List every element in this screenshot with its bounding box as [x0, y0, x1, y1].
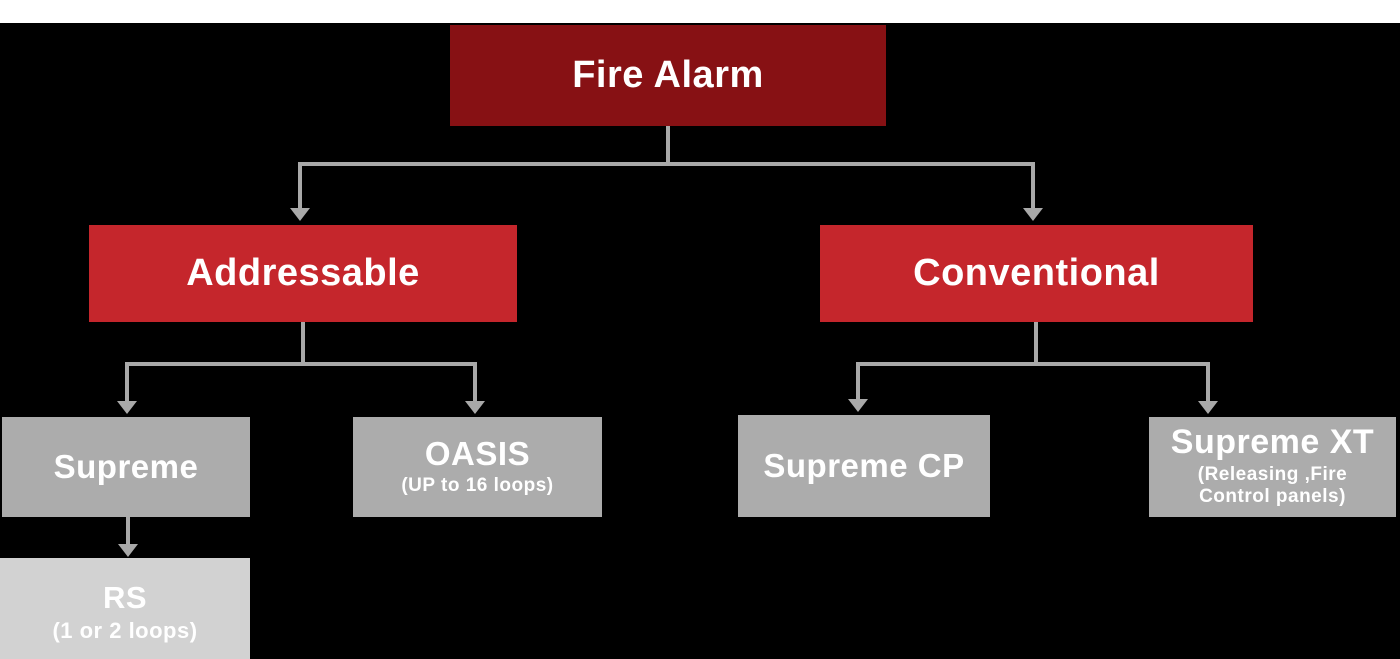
- node-fire-alarm: Fire Alarm: [450, 25, 886, 126]
- connector-root-stem: [666, 126, 670, 164]
- connector-to-oasis: [473, 362, 477, 402]
- arrow-to-conventional-icon: [1023, 208, 1043, 221]
- connector-conventional-stem: [1034, 322, 1038, 362]
- node-oasis-subtitle: (UP to 16 loops): [401, 474, 554, 496]
- connector-to-supreme-xt: [1206, 362, 1210, 402]
- node-supreme: Supreme: [2, 417, 250, 517]
- node-conventional: Conventional: [820, 225, 1253, 322]
- node-supreme-cp: Supreme CP: [738, 415, 990, 517]
- arrow-to-oasis-icon: [465, 401, 485, 414]
- connector-to-addressable: [298, 162, 302, 209]
- arrow-to-supreme-icon: [117, 401, 137, 414]
- connector-to-supreme: [125, 362, 129, 402]
- black-background: [0, 23, 1400, 659]
- node-supreme-xt-label: Supreme XT: [1170, 423, 1375, 462]
- node-oasis-label: OASIS: [424, 434, 531, 472]
- arrow-to-supreme-xt-icon: [1198, 401, 1218, 414]
- node-addressable-label: Addressable: [186, 251, 420, 294]
- node-rs-subtitle: (1 or 2 loops): [52, 617, 198, 643]
- connector-to-conventional: [1031, 162, 1035, 209]
- connector-to-supreme-cp: [856, 362, 860, 400]
- arrow-to-rs-icon: [118, 544, 138, 557]
- connector-addressable-crossbar: [125, 362, 477, 366]
- node-fire-alarm-label: Fire Alarm: [572, 53, 764, 96]
- connector-addressable-stem: [301, 322, 305, 362]
- node-addressable: Addressable: [89, 225, 517, 322]
- node-supreme-xt: Supreme XT (Releasing ,Fire Control pane…: [1149, 417, 1396, 517]
- node-conventional-label: Conventional: [913, 251, 1160, 294]
- node-supreme-label: Supreme: [53, 447, 199, 485]
- connector-to-rs: [126, 517, 130, 545]
- node-supreme-cp-label: Supreme CP: [763, 446, 965, 484]
- arrow-to-addressable-icon: [290, 208, 310, 221]
- node-supreme-xt-subtitle: (Releasing ,Fire Control panels): [1197, 463, 1348, 508]
- node-rs: RS (1 or 2 loops): [0, 558, 250, 659]
- connector-root-crossbar: [298, 162, 1035, 166]
- arrow-to-supreme-cp-icon: [848, 399, 868, 412]
- connector-conventional-crossbar: [856, 362, 1210, 366]
- node-oasis: OASIS (UP to 16 loops): [353, 417, 602, 517]
- node-rs-label: RS: [102, 580, 148, 616]
